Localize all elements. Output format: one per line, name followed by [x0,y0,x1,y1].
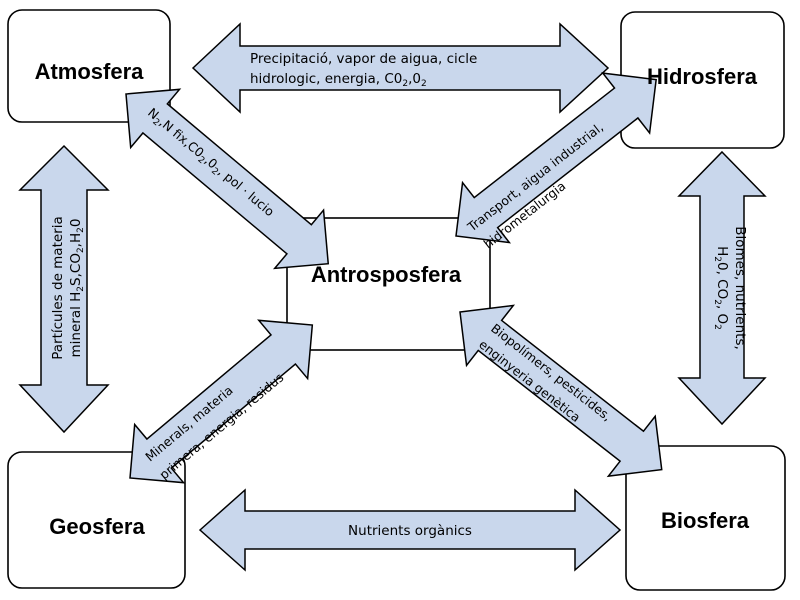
arrow-atmosfera-hidrosfera-line2: hidrologic, energia, C02,02 [250,71,427,89]
biosfera-box [625,445,786,591]
biosfera-label: Biosfera [661,508,750,533]
subscript: 2 [76,227,86,233]
antrosposfera-label: Antrosposfera [311,262,462,287]
arrow-geosfera-biosfera-label: Nutrients orgànics [348,523,472,539]
geosfera-box [7,451,186,589]
subscript: 2 [209,166,220,177]
arrow-atmosfera-geosfera-line2: mineral H2S,CO2,H20 [68,219,86,358]
text-segment: S,CO [68,253,84,286]
subscript: 2 [712,256,722,262]
text-segment: mineral H [68,292,84,358]
subscript: 2 [195,155,206,166]
arrow-geosfera-biosfera [198,488,622,572]
arrow-atmosfera-geosfera [18,144,110,434]
text-segment: H [714,246,730,256]
text-segment: hidrologic, energia, C0 [250,71,402,87]
text-segment: , O [714,305,730,324]
text-segment: ,0 [408,71,421,87]
geosfera-label: Geosfera [49,514,145,539]
subscript: 2 [76,286,86,292]
arrow-hidrosfera-biosfera-line2: H20, CO2, O2 [712,246,730,330]
arrow-atmosfera-geosfera-line1: Partícules de materia [50,216,66,360]
subscript: 2 [150,117,161,128]
arrow-hidrosfera-biosfera-line1: Biomes, nutrients, [732,226,748,350]
atmosfera-label: Atmosfera [35,59,145,84]
arrow-atmosfera-antrosposfera [125,88,330,270]
arrow-hidrosfera-antrosposfera-line1: Transport, aigua industrial, [464,119,606,235]
arrow-biosfera-antrosposfera [459,304,663,478]
arrow-atmosfera-hidrosfera-line1: Precipitació, vapor de aigua, cicle [250,51,477,67]
subscript: 2 [402,79,408,89]
arrow-atmosfera-antrosposfera-label: N2,N fix,C02,02, pol · lucio [143,105,277,222]
text-segment: 0 [68,219,84,228]
arrow-atmosfera-hidrosfera [191,22,610,114]
arrow-geosfera-antrosposfera [129,319,314,484]
subscript: 2 [421,79,427,89]
arrow-hidrosfera-biosfera [677,150,767,426]
subscript: 2 [712,299,722,305]
arrow-hidrosfera-antrosposfera [455,72,657,244]
text-segment: ,H [68,233,84,247]
hidrosfera-label: Hidrosfera [647,64,758,89]
subscript: 2 [76,247,86,253]
text-segment: 0, CO [714,262,730,299]
subscript: 2 [712,324,722,330]
